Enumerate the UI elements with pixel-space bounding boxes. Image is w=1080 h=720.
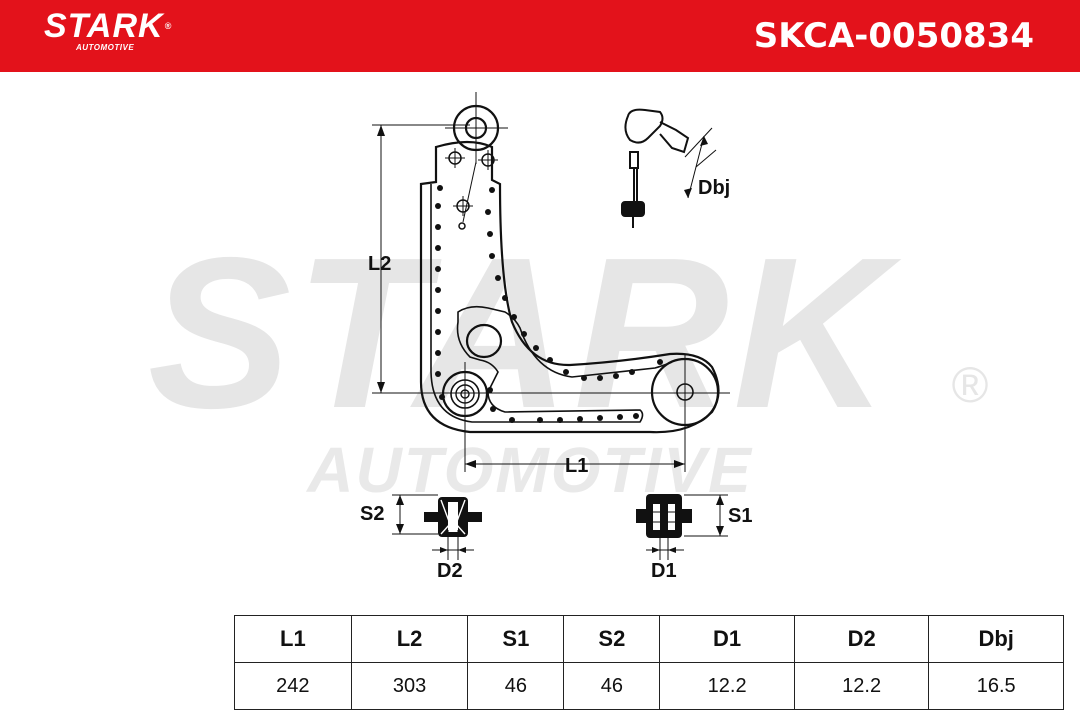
- spec-header: L1: [234, 615, 352, 663]
- rivet-dots: [435, 185, 663, 423]
- label-d1: D1: [651, 560, 677, 582]
- brand-subtitle: AUTOMOTIVE: [76, 43, 135, 52]
- control-arm-diagram: L2 L1 Dbj: [360, 92, 752, 582]
- spec-header-row: L1 L2 S1 S2 D1 D2 Dbj: [234, 615, 1064, 663]
- label-d2: D2: [437, 560, 463, 582]
- spec-value: 16.5: [928, 662, 1064, 710]
- label-l1: L1: [565, 455, 588, 477]
- arm-opening: [465, 323, 503, 359]
- brand-registered-mark: ®: [164, 21, 173, 31]
- spec-table: L1 L2 S1 S2 D1 D2 Dbj 242 303 46 46 12.2…: [234, 615, 1064, 710]
- spec-header: L2: [350, 615, 469, 663]
- label-l2: L2: [368, 253, 391, 275]
- brand-name: STARK: [44, 7, 164, 45]
- spec-value-row: 242 303 46 46 12.2 12.2 16.5: [234, 662, 1064, 710]
- header-bar: STARK® AUTOMOTIVE SKCA-0050834: [0, 0, 1080, 72]
- spec-value: 242: [234, 662, 352, 710]
- bolt-hole-4: [458, 222, 466, 230]
- label-dbj: Dbj: [698, 177, 730, 199]
- arm-flange: [430, 184, 673, 423]
- spec-header: D1: [659, 615, 795, 663]
- ball-joint: [621, 108, 690, 228]
- spec-value: 46: [467, 662, 565, 710]
- arm-outline: [419, 140, 720, 434]
- product-sku: SKCA-0050834: [753, 16, 1034, 56]
- label-s1: S1: [728, 505, 752, 527]
- spec-value: 12.2: [793, 662, 930, 710]
- label-s2: S2: [360, 503, 384, 525]
- brand-logo: STARK® AUTOMOTIVE: [44, 8, 172, 52]
- spec-value: 12.2: [659, 662, 795, 710]
- spec-header: D2: [793, 615, 930, 663]
- spec-header: S2: [563, 615, 661, 663]
- spec-header: Dbj: [928, 615, 1064, 663]
- spec-header: S1: [467, 615, 565, 663]
- spec-value: 303: [350, 662, 469, 710]
- front-bushing-section: [636, 494, 692, 538]
- rear-bushing-section: [424, 497, 482, 537]
- spec-value: 46: [563, 662, 661, 710]
